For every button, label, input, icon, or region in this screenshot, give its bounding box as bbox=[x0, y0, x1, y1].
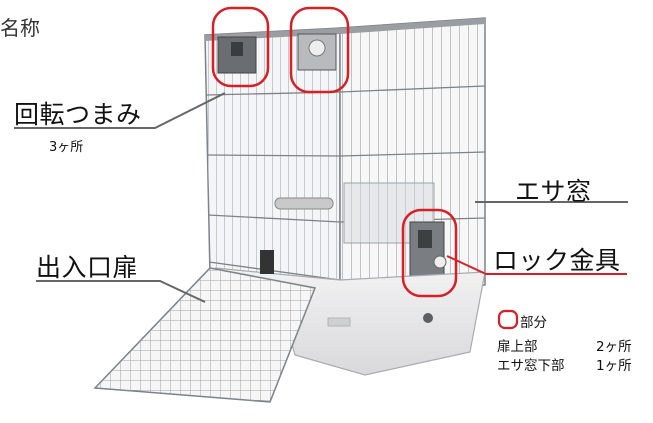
lock-fitting-part bbox=[409, 221, 447, 283]
legend-line-2-place: エサ窓下部 bbox=[497, 358, 565, 374]
highlight-lock bbox=[401, 208, 458, 298]
label-feed-window: エサ窓 bbox=[515, 177, 592, 206]
rotary-knob-right bbox=[297, 33, 337, 71]
lock-leader-line bbox=[446, 255, 627, 275]
highlight-knob-right bbox=[289, 6, 350, 94]
door-panel bbox=[93, 267, 317, 403]
legend-line-1-count: 2ヶ所 bbox=[596, 339, 632, 355]
legend-line-1-place: 扉上部 bbox=[497, 339, 538, 355]
highlight-markers bbox=[211, 6, 458, 298]
cage-front-panel bbox=[274, 17, 486, 301]
legend-line-2-count: 1ヶ所 bbox=[596, 358, 632, 374]
label-knob: 回転つまみ bbox=[14, 100, 142, 129]
page-title: 名称 bbox=[0, 16, 40, 40]
highlight-knob-left bbox=[211, 6, 270, 88]
legend-caption: 部分 bbox=[520, 315, 547, 331]
label-knob-count: 3ヶ所 bbox=[49, 140, 84, 155]
legend-marker-icon bbox=[497, 309, 519, 330]
rotary-knob-left bbox=[217, 36, 257, 74]
leader-lines bbox=[14, 92, 628, 303]
label-door: 出入口扉 bbox=[36, 253, 139, 282]
label-lock-fitting: ロック金具 bbox=[493, 246, 621, 275]
